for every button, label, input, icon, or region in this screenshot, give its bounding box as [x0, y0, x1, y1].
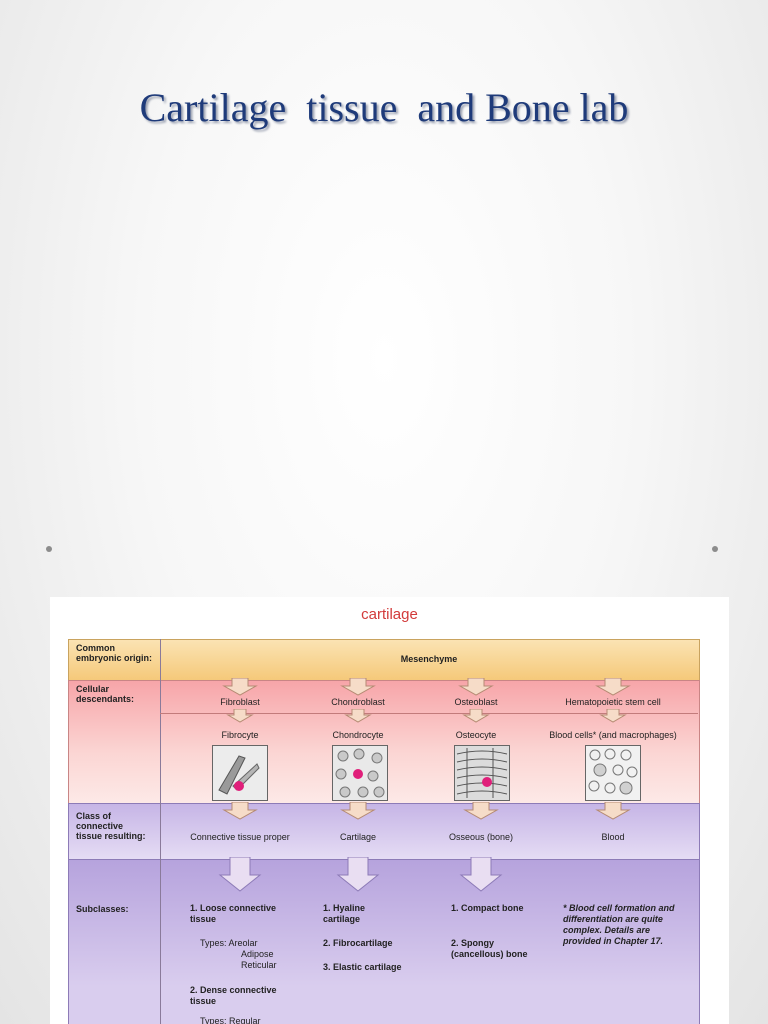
row-label-class: Class of connective tissue resulting:: [76, 811, 146, 841]
class-blood: Blood: [601, 832, 625, 842]
subclasses-band: [68, 859, 700, 1024]
label-column-divider: [160, 639, 161, 1024]
cyte-osteocyte: Osteocyte: [455, 730, 497, 740]
subclass-adipose: Adipose: [241, 949, 274, 959]
arrow-down-icon: [222, 802, 258, 820]
row-label-descendants: Cellular descendants:: [76, 684, 135, 704]
row-label-origin: Common embryonic origin:: [76, 643, 153, 663]
arrow-down-icon: [599, 709, 627, 723]
blast-cyte-divider: [160, 713, 698, 714]
arrow-down-icon: [218, 857, 262, 892]
arrow-down-icon: [344, 709, 372, 723]
subclass-dense: 2. Dense connective tissue: [190, 985, 277, 1006]
blast-osteoblast: Osteoblast: [454, 697, 498, 707]
subclass-hyaline: 1. Hyaline cartilage: [323, 903, 366, 924]
cyte-fibrocyte: Fibrocyte: [221, 730, 259, 740]
arrow-down-icon: [459, 857, 503, 892]
blast-chondroblast: Chondroblast: [331, 697, 385, 707]
subclass-compact: 1. Compact bone: [451, 903, 524, 913]
bullet-marker-left: [46, 546, 52, 552]
connective-tissue-figure: cartilage Common embryonic origin: Cellu…: [50, 597, 729, 1024]
origin-band: [68, 639, 700, 681]
cyte-chondrocyte: Chondrocyte: [332, 730, 384, 740]
chondrocyte-micrograph: [332, 745, 388, 801]
cyte-blood-cells: Blood cells* (and macrophages): [549, 730, 677, 740]
arrow-down-icon: [462, 709, 490, 723]
arrow-down-icon: [458, 678, 494, 696]
bullet-marker-right: [712, 546, 718, 552]
arrow-down-icon: [222, 678, 258, 696]
fibrocyte-micrograph: [212, 745, 268, 801]
class-osseous: Osseous (bone): [448, 832, 514, 842]
blast-hematopoietic: Hematopoietic stem cell: [565, 697, 661, 707]
arrow-down-icon: [463, 802, 499, 820]
arrow-down-icon: [595, 678, 631, 696]
blood-cells-micrograph: [585, 745, 641, 801]
subclass-fibrocartilage: 2. Fibrocartilage: [323, 938, 393, 948]
row-label-subclasses: Subclasses:: [76, 904, 129, 914]
blood-note: * Blood cell formation and differentiati…: [563, 903, 675, 946]
slide-title: Cartilage tissue and Bone lab: [139, 85, 629, 130]
arrow-down-icon: [336, 857, 380, 892]
arrow-down-icon: [340, 678, 376, 696]
osteocyte-micrograph: [454, 745, 510, 801]
arrow-down-icon: [226, 709, 254, 723]
arrow-down-icon: [595, 802, 631, 820]
subclass-types-regular: Types: Regular: [200, 1016, 261, 1024]
subclass-loose: 1. Loose connective tissue: [190, 903, 277, 924]
subclass-reticular: Reticular: [241, 960, 277, 970]
subclass-types-areolar: Types: Areolar: [200, 938, 258, 948]
class-cartilage: Cartilage: [339, 832, 377, 842]
blast-fibroblast: Fibroblast: [220, 697, 260, 707]
figure-caption: cartilage: [361, 606, 418, 623]
subclass-elastic: 3. Elastic cartilage: [323, 962, 402, 972]
class-connective-tissue-proper: Connective tissue proper: [190, 832, 290, 842]
arrow-down-icon: [340, 802, 376, 820]
origin-value: Mesenchyme: [400, 654, 458, 664]
subclass-spongy: 2. Spongy (cancellous) bone: [451, 938, 528, 959]
